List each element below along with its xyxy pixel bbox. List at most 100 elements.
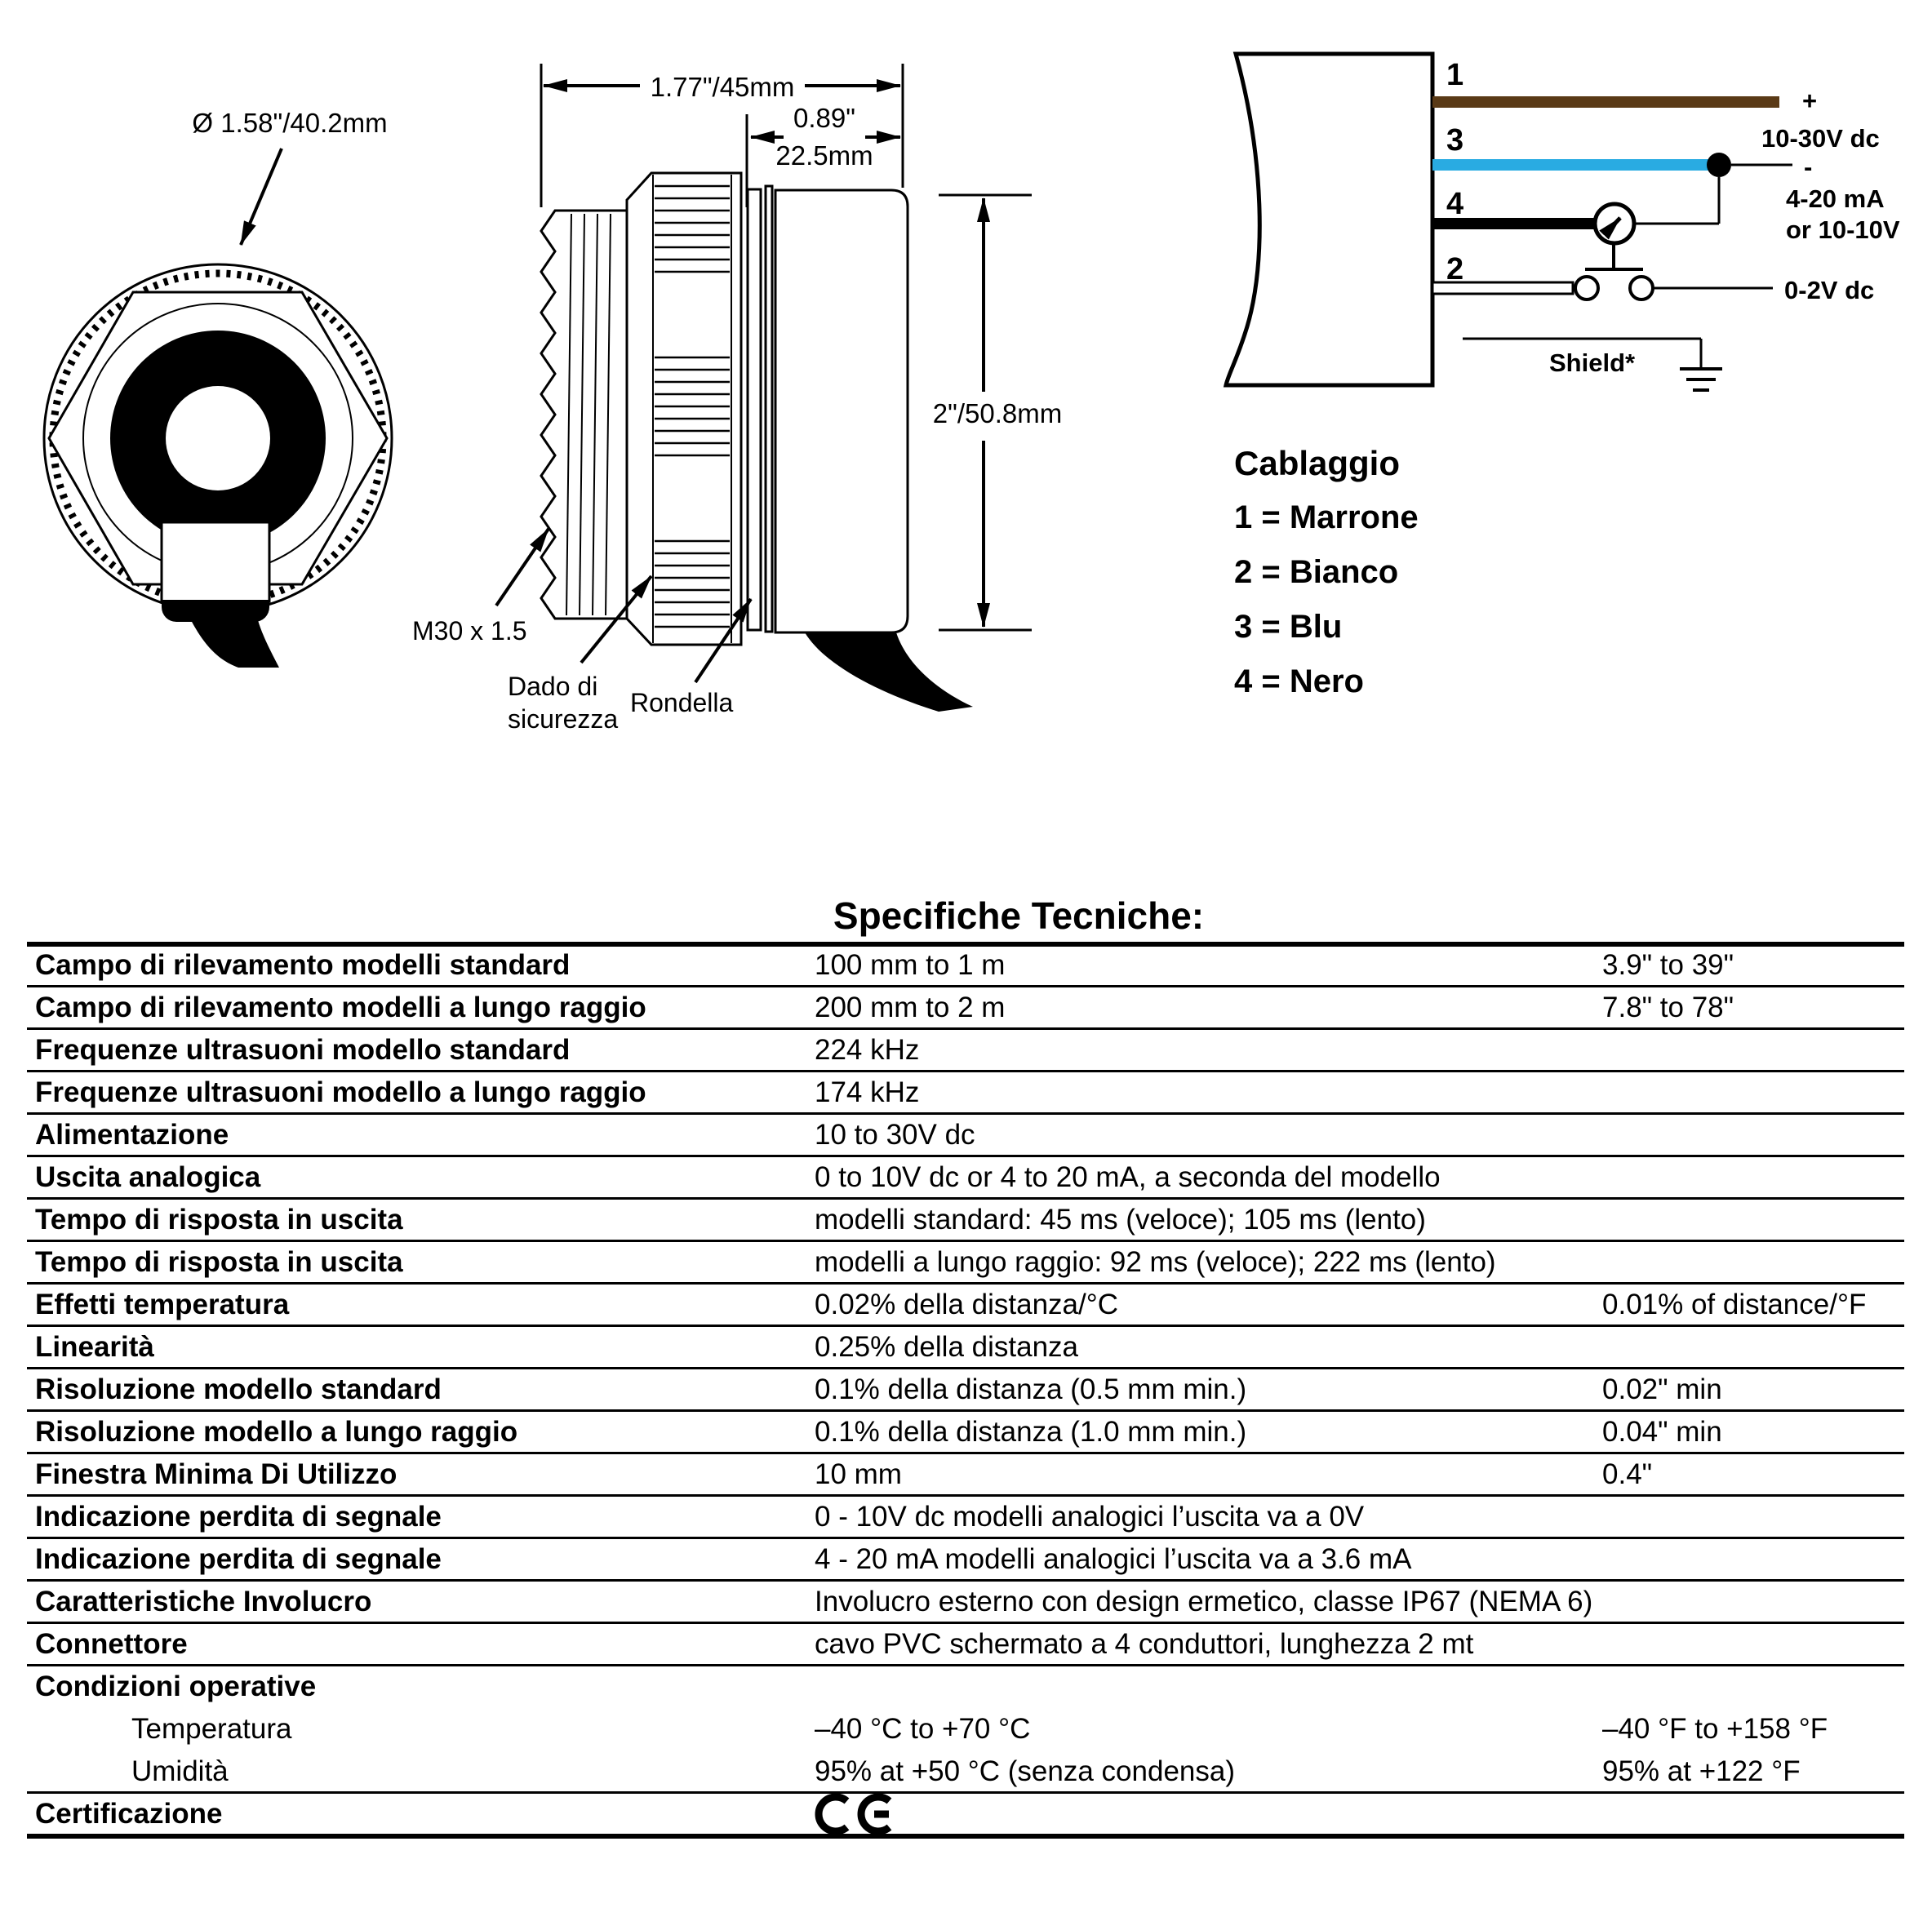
row-imperial: 0.4" [1602, 1458, 1653, 1490]
table-row: Connettore cavo PVC schermato a 4 condut… [27, 1626, 1904, 1662]
row-imperial: 0.02" min [1602, 1373, 1722, 1405]
table-row: Finestra Minima Di Utilizzo 10 mm 0.4" [27, 1456, 1904, 1493]
row-label: Umidità [131, 1755, 229, 1787]
row-metric: 4 - 20 mA modelli analogici l’uscita va … [815, 1542, 1412, 1575]
row-metric: modelli standard: 45 ms (veloce); 105 ms… [815, 1203, 1426, 1236]
row-label: Alimentazione [35, 1118, 229, 1151]
ce-mark-icon [815, 1793, 892, 1835]
row-label: Caratteristiche Involucro [35, 1585, 372, 1617]
diameter-arrow [239, 148, 283, 246]
thread-body [540, 209, 628, 620]
row-divider [27, 1325, 1904, 1327]
sensor-housing [774, 189, 909, 634]
locknut-label-line1: Dado di [508, 672, 597, 701]
row-label: Connettore [35, 1627, 188, 1660]
table-row: Indicazione perdita di segnale 0 - 10V d… [27, 1498, 1904, 1535]
row-metric: 10 to 30V dc [815, 1118, 975, 1151]
row-metric: 0.25% della distanza [815, 1330, 1078, 1363]
row-metric: Involucro esterno con design ermetico, c… [815, 1585, 1593, 1617]
wire1-number: 1 [1446, 58, 1463, 92]
row-divider [27, 1112, 1904, 1115]
row-label: Indicazione perdita di segnale [35, 1542, 442, 1575]
cable-gland [160, 521, 271, 603]
table-row: Campo di rilevamento modelli a lungo rag… [27, 989, 1904, 1026]
row-metric: 200 mm to 2 m [815, 991, 1006, 1023]
table-row: Frequenze ultrasuoni modello a lungo rag… [27, 1074, 1904, 1111]
row-metric [815, 1793, 1602, 1835]
table-row: Umidità 95% at +50 °C (senza condensa) 9… [27, 1753, 1904, 1790]
row-divider [27, 1579, 1904, 1582]
row-metric: 0 to 10V dc or 4 to 20 mA, a seconda del… [815, 1160, 1441, 1193]
nut-width-label-line2: 22.5mm [775, 140, 873, 171]
row-divider [27, 1706, 1904, 1709]
row-metric: 0.1% della distanza (0.5 mm min.) [815, 1373, 1247, 1405]
row-metric: –40 °C to +70 °C [815, 1712, 1031, 1745]
table-row: Alimentazione 10 to 30V dc [27, 1116, 1904, 1153]
row-label: Linearità [35, 1330, 154, 1363]
table-row: Campo di rilevamento modelli standard 10… [27, 947, 1904, 983]
wire-black [1432, 218, 1594, 229]
row-divider [27, 1664, 1904, 1666]
row-divider [27, 1197, 1904, 1200]
row-label: Condizioni operative [35, 1670, 317, 1702]
row-divider [27, 1155, 1904, 1157]
table-bottom-rule [27, 1834, 1904, 1839]
row-label: Certificazione [35, 1797, 223, 1830]
row-divider [27, 1240, 1904, 1242]
table-row: Condizioni operative [27, 1668, 1904, 1705]
teach-label: 0-2V dc [1784, 276, 1874, 304]
side-cable [805, 632, 973, 712]
supply-label: 10-30V dc [1761, 124, 1880, 153]
row-metric: 174 kHz [815, 1076, 920, 1108]
table-row: Tempo di risposta in uscita modelli stan… [27, 1201, 1904, 1238]
wiring-legend: Cablaggio 1 = Marrone 2 = Bianco 3 = Blu… [1234, 436, 1419, 709]
wire4-number: 4 [1446, 187, 1463, 221]
table-row: Certificazione [27, 1793, 1904, 1835]
row-metric: modelli a lungo raggio: 92 ms (veloce); … [815, 1245, 1496, 1278]
title-rule [27, 942, 1904, 947]
row-label: Campo di rilevamento modelli standard [35, 948, 571, 981]
row-divider [27, 1070, 1904, 1072]
table-row: Risoluzione modello a lungo raggio 0.1% … [27, 1413, 1904, 1450]
row-label: Uscita analogica [35, 1160, 261, 1193]
row-imperial: 3.9" to 39" [1602, 948, 1734, 981]
washer-label: Rondella [630, 688, 734, 717]
row-divider [27, 1027, 1904, 1030]
table-row: Uscita analogica 0 to 10V dc or 4 to 20 … [27, 1159, 1904, 1196]
row-label: Risoluzione modello standard [35, 1373, 442, 1405]
row-label: Effetti temperatura [35, 1288, 290, 1320]
side-view-drawing: 1.77"/45mm 0.89" 22.5mm 2"/50.8mm M30 x … [412, 64, 1062, 734]
legend-item: 2 = Bianco [1234, 554, 1399, 590]
front-view-drawing: Ø 1.58"/40.2mm [42, 108, 393, 668]
row-divider [27, 1791, 1904, 1794]
spec-table-title: Specifiche Tecniche: [833, 894, 1205, 937]
wire-brown [1432, 96, 1779, 108]
legend-item: 1 = Marrone [1234, 499, 1419, 535]
row-divider [27, 1494, 1904, 1497]
front-cable [191, 620, 279, 668]
row-metric: 10 mm [815, 1458, 902, 1490]
row-imperial: 0.04" min [1602, 1415, 1722, 1448]
row-label: Tempo di risposta in uscita [35, 1245, 403, 1278]
output-label-line1: 4-20 mA [1786, 184, 1885, 213]
row-label: Indicazione perdita di segnale [35, 1500, 442, 1533]
row-imperial: 0.01% of distance/°F [1602, 1288, 1867, 1320]
wiring-diagram: 1 3 4 2 + 10-30V dc - 4-20 mA or 10-10V … [1223, 51, 1900, 392]
row-metric: 0 - 10V dc modelli analogici l’uscita va… [815, 1500, 1365, 1533]
table-row: Tempo di risposta in uscita modelli a lu… [27, 1244, 1904, 1280]
table-row: Temperatura –40 °C to +70 °C –40 °F to +… [27, 1711, 1904, 1747]
table-row: Indicazione perdita di segnale 4 - 20 mA… [27, 1541, 1904, 1577]
table-row: Effetti temperatura 0.02% della distanza… [27, 1286, 1904, 1323]
technical-drawings: Ø 1.58"/40.2mm [42, 51, 1900, 734]
thread-label: M30 x 1.5 [412, 616, 527, 646]
row-divider [27, 1409, 1904, 1412]
row-label: Tempo di risposta in uscita [35, 1203, 403, 1236]
row-imperial: –40 °F to +158 °F [1602, 1712, 1828, 1745]
row-label: Risoluzione modello a lungo raggio [35, 1415, 518, 1448]
row-divider [27, 1452, 1904, 1454]
row-metric: 100 mm to 1 m [815, 948, 1006, 981]
washer [746, 188, 762, 632]
row-metric: 95% at +50 °C (senza condensa) [815, 1755, 1236, 1787]
row-divider [27, 1622, 1904, 1624]
switch-contact-left [1574, 275, 1600, 301]
